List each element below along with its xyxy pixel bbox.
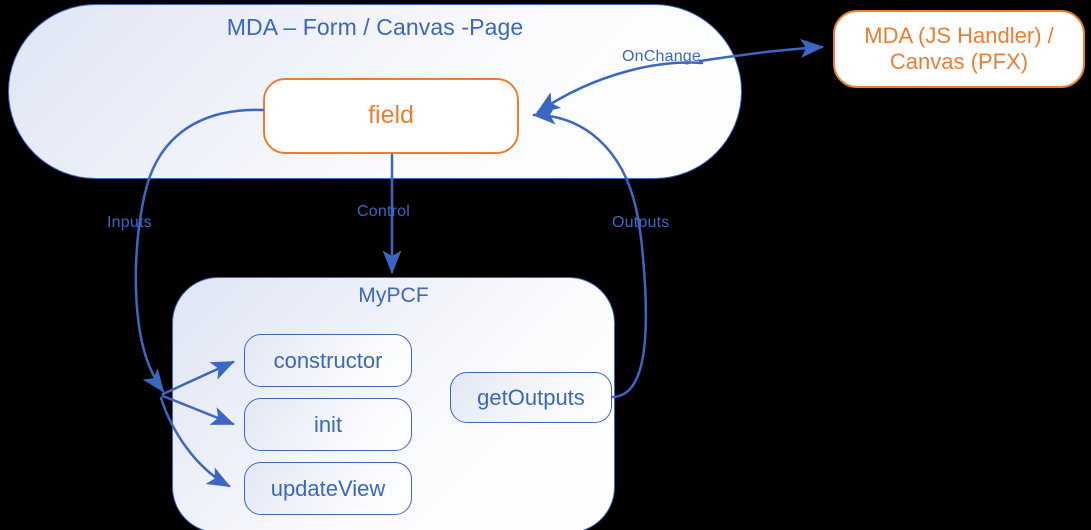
node-init[interactable]: init: [244, 398, 412, 451]
node-get-outputs[interactable]: getOutputs: [450, 372, 612, 423]
edge-label-outputs: Outputs: [612, 214, 670, 231]
node-constructor-label: constructor: [273, 347, 383, 373]
edge-label-control: Control: [357, 203, 410, 220]
edge-label-onchange: OnChange: [622, 48, 701, 65]
node-field[interactable]: field: [263, 78, 519, 154]
node-constructor[interactable]: constructor: [244, 334, 412, 387]
node-mda-js-handler-canvas-pfx[interactable]: MDA (JS Handler) / Canvas (PFX): [833, 10, 1085, 88]
node-update-view-label: updateView: [270, 475, 386, 501]
node-update-view[interactable]: updateView: [244, 462, 412, 515]
node-handler-label-line2: Canvas (PFX): [889, 49, 1029, 74]
edge-label-inputs: Inputs: [107, 214, 152, 231]
node-init-label: init: [313, 411, 343, 437]
node-get-outputs-label: getOutputs: [477, 384, 585, 410]
node-handler-label-line1: MDA (JS Handler) /: [864, 23, 1054, 49]
node-field-label: field: [368, 101, 414, 130]
container-mypcf-title: MyPCF: [358, 284, 429, 307]
container-mda-title: MDA – Form / Canvas -Page: [226, 14, 524, 40]
